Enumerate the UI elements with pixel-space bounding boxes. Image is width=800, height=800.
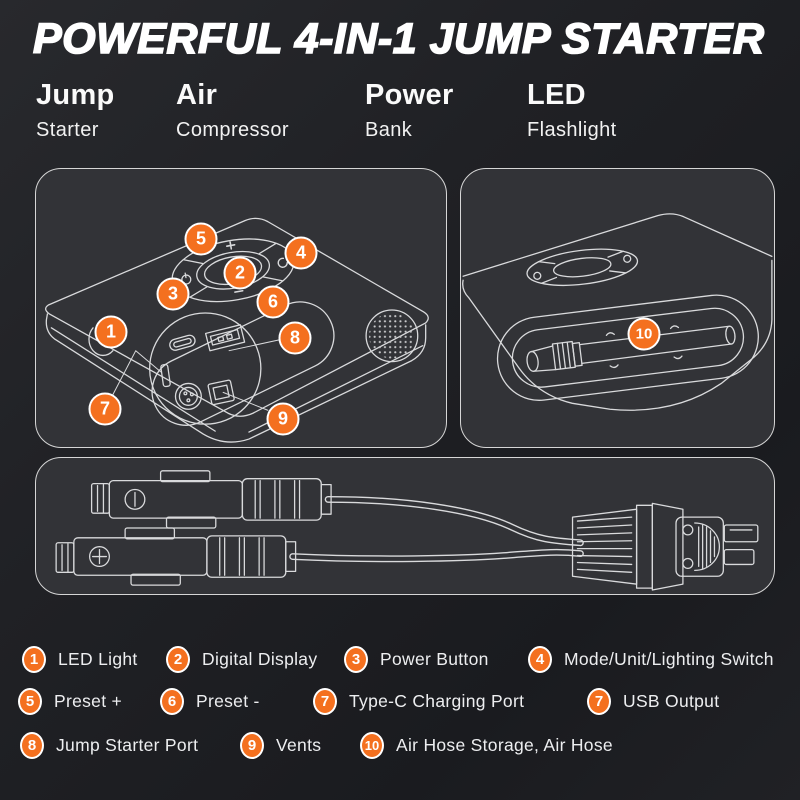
legend-badge: 6 (160, 688, 184, 715)
feature-air-compressor: Air Compressor (176, 79, 289, 142)
legend-item-type-c-port: 7 Type-C Charging Port (313, 688, 524, 715)
jump-start-port (174, 382, 202, 410)
device-top-view-panel: 1 2 3 4 5 6 7 8 9 (35, 168, 447, 448)
callout-4: 4 (284, 236, 318, 270)
feature-sub: Flashlight (527, 119, 617, 141)
type-c-port (169, 334, 196, 351)
vent-square (207, 379, 235, 406)
legend-label: Power Button (380, 649, 489, 669)
legend-badge: 4 (528, 646, 552, 673)
feature-name: Air (176, 79, 218, 111)
speaker-grille (365, 309, 419, 363)
feature-name: LED (527, 79, 586, 111)
callout-8: 8 (278, 321, 312, 355)
legend-label: Digital Display (202, 649, 318, 669)
leader-lines (110, 339, 281, 411)
hose-storage-groove (496, 294, 759, 401)
legend-item-mode-switch: 4 Mode/Unit/Lighting Switch (528, 646, 774, 673)
legend-badge: 3 (344, 646, 368, 673)
legend-label: Mode/Unit/Lighting Switch (564, 649, 774, 669)
legend-item-digital-display: 2 Digital Display (166, 646, 317, 673)
legend-label: Vents (276, 735, 322, 755)
led-notch (88, 327, 114, 357)
device-back-line-art (462, 213, 773, 411)
legend-badge: 1 (22, 646, 46, 673)
legend-item-preset-plus: 5 Preset + (18, 688, 122, 715)
legend-badge: 9 (240, 732, 264, 759)
positive-mark-icon (88, 546, 110, 568)
charging-slot (160, 363, 171, 388)
negative-clamp (90, 470, 332, 529)
legend-badge: 2 (166, 646, 190, 673)
feature-jump-starter: Jump Starter (36, 79, 115, 142)
feature-sub: Bank (365, 119, 413, 141)
feature-name: Jump (36, 79, 115, 111)
callout-10: 10 (627, 317, 661, 351)
device-top-line-art (45, 217, 429, 443)
legend-item-led-light: 1 LED Light (22, 646, 138, 673)
legend-badge: 7 (587, 688, 611, 715)
feature-sub: Compressor (176, 119, 289, 141)
feature-sub: Starter (36, 119, 99, 141)
legend-item-preset-minus: 6 Preset - (160, 688, 260, 715)
usb-port (204, 324, 246, 352)
plus-button-icon (225, 241, 236, 250)
port-recess (151, 301, 335, 426)
control-pad-back (526, 248, 639, 287)
legend-label: Preset + (54, 691, 123, 711)
mode-button-icon (277, 257, 288, 268)
legend-label: LED Light (58, 649, 138, 669)
connector-plug (571, 502, 759, 591)
device-back-view-panel: 10 (460, 168, 775, 448)
device-top-face (45, 217, 429, 417)
callout-7: 7 (88, 392, 122, 426)
cables (289, 495, 584, 563)
legend-badge: 10 (360, 732, 384, 759)
legend-item-jump-starter-port: 8 Jump Starter Port (20, 732, 198, 759)
minus-button-icon (234, 289, 244, 293)
jumper-cable-panel (35, 457, 775, 595)
feature-power-bank: Power Bank (365, 79, 454, 142)
device-body (45, 313, 427, 443)
callout-5: 5 (184, 222, 218, 256)
positive-clamp (55, 527, 297, 586)
legend-item-air-hose: 10 Air Hose Storage, Air Hose (360, 732, 613, 759)
callout-6: 6 (256, 285, 290, 319)
port-cutout-circle (149, 312, 262, 425)
legend-label: Air Hose Storage, Air Hose (396, 735, 613, 755)
negative-mark-icon (124, 488, 146, 510)
legend-label: Jump Starter Port (56, 735, 199, 755)
feature-name: Power (365, 79, 454, 111)
legend-badge: 7 (313, 688, 337, 715)
jumper-cable-line-art (55, 470, 759, 591)
legend-item-power-button: 3 Power Button (344, 646, 489, 673)
device-silhouette (462, 259, 773, 411)
legend-badge: 5 (18, 688, 42, 715)
device-top-edge (462, 213, 773, 277)
callout-3: 3 (156, 277, 190, 311)
legend-label: Type-C Charging Port (349, 691, 525, 711)
callout-9: 9 (266, 402, 300, 436)
legend-item-usb-output: 7 USB Output (587, 688, 719, 715)
page-title: POWERFUL 4-IN-1 JUMP STARTER (32, 15, 765, 63)
legend-label: Preset - (196, 691, 260, 711)
callout-2: 2 (223, 256, 257, 290)
legend-label: USB Output (623, 691, 720, 711)
callout-1: 1 (94, 315, 128, 349)
feature-led-flashlight: LED Flashlight (527, 79, 617, 142)
legend-item-vents: 9 Vents (240, 732, 321, 759)
legend-badge: 8 (20, 732, 44, 759)
